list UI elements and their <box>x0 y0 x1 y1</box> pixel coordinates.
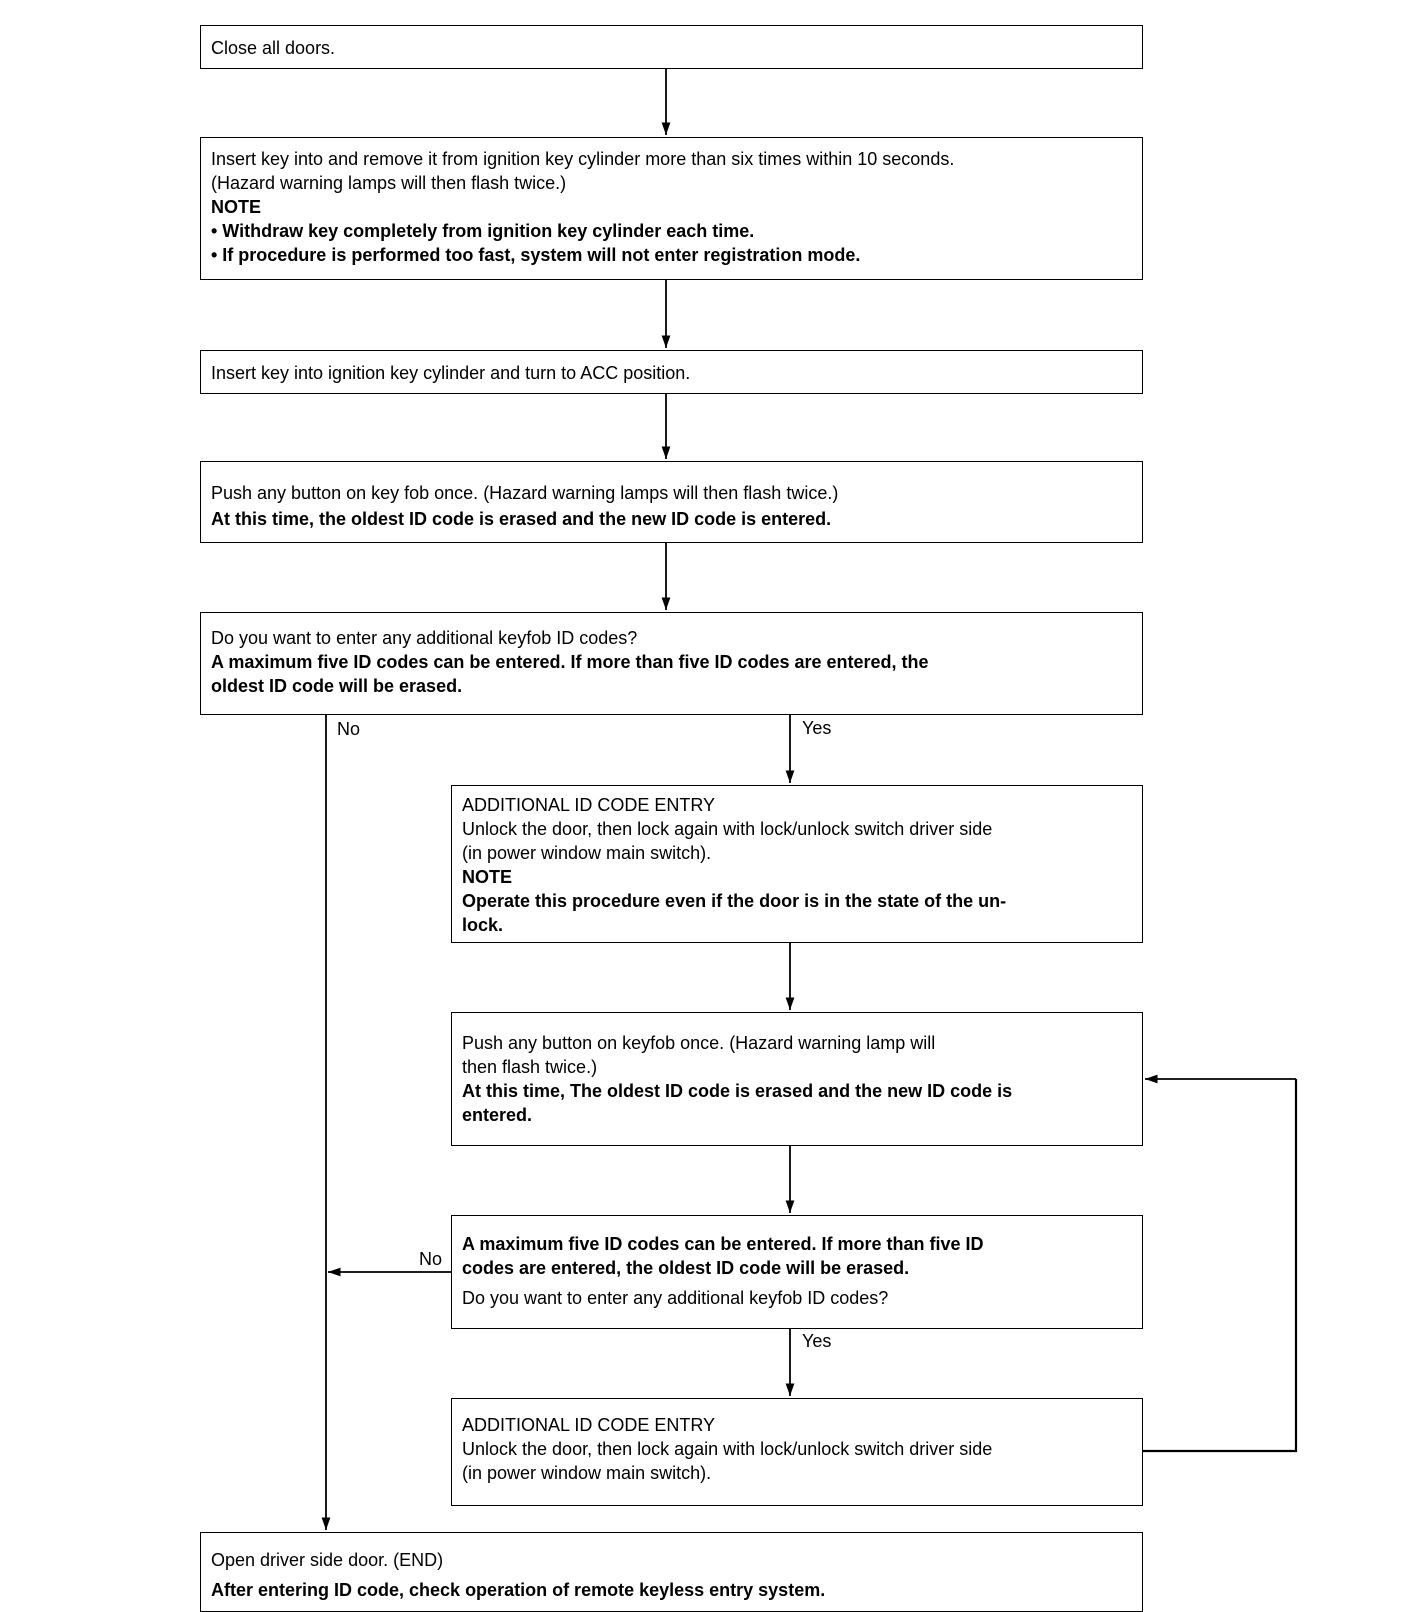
branch-label-yes: Yes <box>802 1331 832 1351</box>
step-close-doors: Close all doors. <box>200 25 1143 69</box>
step-push-keyfob-button: Push any button on key fob once. (Hazard… <box>200 461 1143 543</box>
step-text: Unlock the door, then lock again with lo… <box>462 819 993 839</box>
step-insert-remove-key: Insert key into and remove it from ignit… <box>200 137 1143 280</box>
step-text: Unlock the door, then lock again with lo… <box>462 1439 993 1459</box>
step-emphasis: A maximum five ID codes can be entered. … <box>211 652 929 672</box>
step-push-keyfob-again: Push any button on keyfob once. (Hazard … <box>451 1012 1143 1146</box>
note-text: • Withdraw key completely from ignition … <box>211 221 755 241</box>
step-text: then flash twice.) <box>462 1057 598 1077</box>
note-label: NOTE <box>211 197 262 217</box>
step-text: Close all doors. <box>211 38 336 58</box>
step-text: Insert key into ignition key cylinder an… <box>211 363 691 383</box>
step-open-driver-door-end: Open driver side door. (END) After enter… <box>200 1532 1143 1612</box>
step-turn-to-acc: Insert key into ignition key cylinder an… <box>200 350 1143 394</box>
step-emphasis: entered. <box>462 1105 533 1125</box>
note-text: • If procedure is performed too fast, sy… <box>211 245 861 265</box>
branch-label-yes: Yes <box>802 718 832 738</box>
loop-s9-back-to-s7 <box>1143 1079 1298 1453</box>
question-text: Do you want to enter any additional keyf… <box>211 628 638 648</box>
note-text: Operate this procedure even if the door … <box>462 891 1007 911</box>
step-text: Insert key into and remove it from ignit… <box>211 149 955 169</box>
note-text: lock. <box>462 915 504 935</box>
step-title: ADDITIONAL ID CODE ENTRY <box>462 795 716 815</box>
step-title: ADDITIONAL ID CODE ENTRY <box>462 1415 716 1435</box>
branch-label-no: No <box>419 1249 443 1269</box>
step-emphasis: At this time, the oldest ID code is eras… <box>211 509 832 529</box>
decision-more-codes: A maximum five ID codes can be entered. … <box>451 1215 1143 1329</box>
decision-additional-codes: Do you want to enter any additional keyf… <box>200 612 1143 715</box>
step-text: Open driver side door. (END) <box>211 1550 444 1570</box>
note-label: NOTE <box>462 867 513 887</box>
step-emphasis: After entering ID code, check operation … <box>211 1580 826 1600</box>
step-emphasis: At this time, The oldest ID code is eras… <box>462 1081 1013 1101</box>
step-additional-id-code-entry-repeat: ADDITIONAL ID CODE ENTRY Unlock the door… <box>451 1398 1143 1506</box>
step-emphasis: oldest ID code will be erased. <box>211 676 463 696</box>
step-text: Push any button on keyfob once. (Hazard … <box>462 1033 936 1053</box>
step-text: (in power window main switch). <box>462 843 712 863</box>
branch-label-no: No <box>337 719 361 739</box>
step-emphasis: A maximum five ID codes can be entered. … <box>462 1234 984 1254</box>
step-emphasis: codes are entered, the oldest ID code wi… <box>462 1258 910 1278</box>
step-text: (in power window main switch). <box>462 1463 712 1483</box>
question-text: Do you want to enter any additional keyf… <box>462 1288 889 1308</box>
step-text: Push any button on key fob once. (Hazard… <box>211 483 839 503</box>
step-text: (Hazard warning lamps will then flash tw… <box>211 173 567 193</box>
step-additional-id-code-entry: ADDITIONAL ID CODE ENTRY Unlock the door… <box>451 785 1143 943</box>
